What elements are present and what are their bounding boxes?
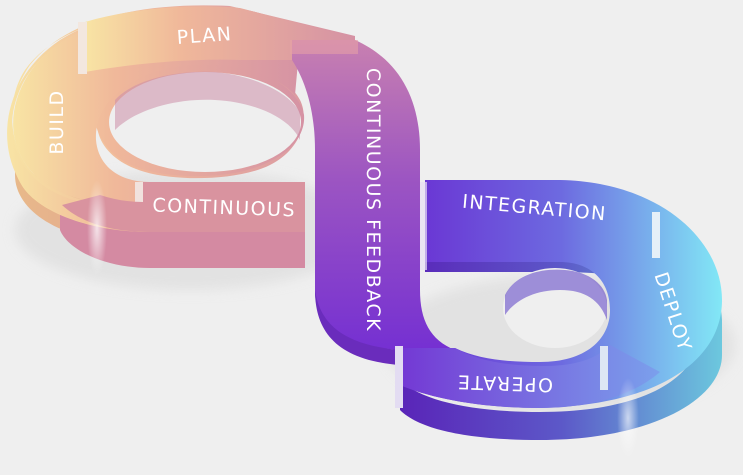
integration-deploy-gap [652,212,660,258]
continuous-feedback-label: CONTINUOUS FEEDBACK [362,68,384,332]
right-ring [400,180,722,408]
build-label: BUILD [46,89,68,154]
continuous-segment [62,182,305,232]
continuous-feedback-segment [292,40,455,350]
feedback-operate-gap [395,346,403,408]
continuous-bar-side [60,200,305,268]
left-hole-inner-wall [115,71,300,140]
feedback-top-edge [290,40,358,54]
glow-right [617,378,639,458]
plan-segment [85,6,355,73]
right-hole-inner-wall [505,269,607,320]
plan-build-gap [78,22,87,74]
deploy-operate-gap [600,346,608,390]
operate-label: OPERATE [456,370,553,395]
continuous-label: CONTINUOUS [152,195,296,222]
plan-label: PLAN [176,23,233,49]
glow-left [87,180,107,276]
feedback-integration-gap [420,182,427,270]
feedback-side [315,290,455,365]
operate-segment [400,345,660,408]
